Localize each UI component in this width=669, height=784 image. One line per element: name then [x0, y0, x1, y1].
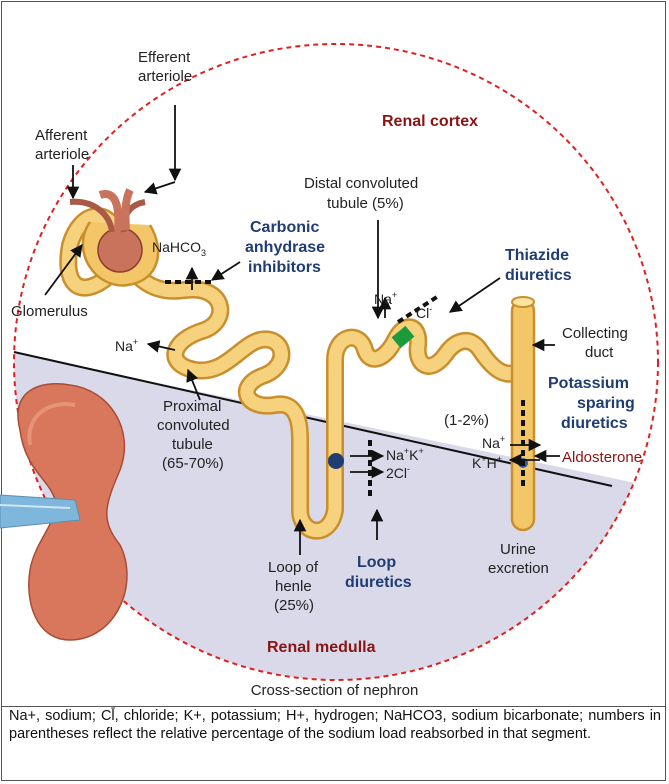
- glomerulus-capsule: [70, 190, 158, 285]
- loop-henle-label-3: (25%): [274, 597, 314, 614]
- afferent-label-1: Afferent: [35, 127, 88, 144]
- cl-dct-label: Cl-: [416, 304, 432, 321]
- loop-diuretics-label-2: diuretics: [345, 574, 412, 591]
- thiazide-label-1: Thiazide: [505, 247, 569, 264]
- urine-label-1: Urine: [500, 541, 536, 558]
- na-dct-label: Na+: [374, 290, 397, 307]
- carbonic-label-2: anhydrase: [245, 239, 325, 256]
- potassium-label-1: Potassium: [548, 375, 629, 392]
- thiazide-arrow: [450, 278, 500, 312]
- collecting-label-2: duct: [585, 344, 614, 361]
- potassium-label-2: sparing: [577, 395, 635, 412]
- collecting-percent-label: (1-2%): [444, 412, 489, 429]
- renal-cortex-label: Renal cortex: [382, 113, 478, 130]
- renal-medulla-label: Renal medulla: [267, 639, 376, 656]
- 2cl-loop-label: 2Cl-: [386, 464, 410, 481]
- collecting-label-1: Collecting: [562, 325, 628, 342]
- dct-label-1: Distal convoluted: [304, 175, 418, 192]
- glomerulus-label: Glomerulus: [11, 303, 88, 320]
- na-pct-label: Na+: [115, 337, 138, 354]
- efferent-arrow-h: [145, 182, 175, 192]
- efferent-label-2: arteriole: [138, 68, 192, 85]
- pct-label-1: Proximal: [163, 398, 221, 415]
- pct-label-4: (65-70%): [162, 455, 224, 472]
- loop-diuretics-label-1: Loop: [357, 554, 396, 571]
- dct-label-2: tubule (5%): [327, 195, 404, 212]
- efferent-label-1: Efferent: [138, 49, 191, 66]
- nahco3-label: NaHCO3: [152, 239, 206, 258]
- thiazide-label-2: diuretics: [505, 267, 572, 284]
- loop-henle-label-2: henle: [275, 578, 312, 595]
- aldosterone-label: Aldosterone: [562, 449, 642, 466]
- figure-footnote: Na+, sodium; Cl̄, chloride; K+, potassiu…: [9, 707, 661, 743]
- na-collecting-label: Na+: [482, 434, 505, 451]
- potassium-label-3: diuretics: [561, 415, 628, 432]
- figure-caption: Cross-section of nephron: [0, 682, 669, 699]
- carbonic-arrow: [212, 262, 240, 280]
- carbonic-label-1: Carbonic: [250, 219, 319, 236]
- afferent-label-2: arteriole: [35, 146, 89, 163]
- carbonic-label-3: inhibitors: [248, 259, 321, 276]
- loop-henle-label-1: Loop of: [268, 559, 319, 576]
- pct-label-2: convoluted: [157, 417, 230, 434]
- urine-label-2: excretion: [488, 560, 549, 577]
- pct-label-3: tubule: [172, 436, 213, 453]
